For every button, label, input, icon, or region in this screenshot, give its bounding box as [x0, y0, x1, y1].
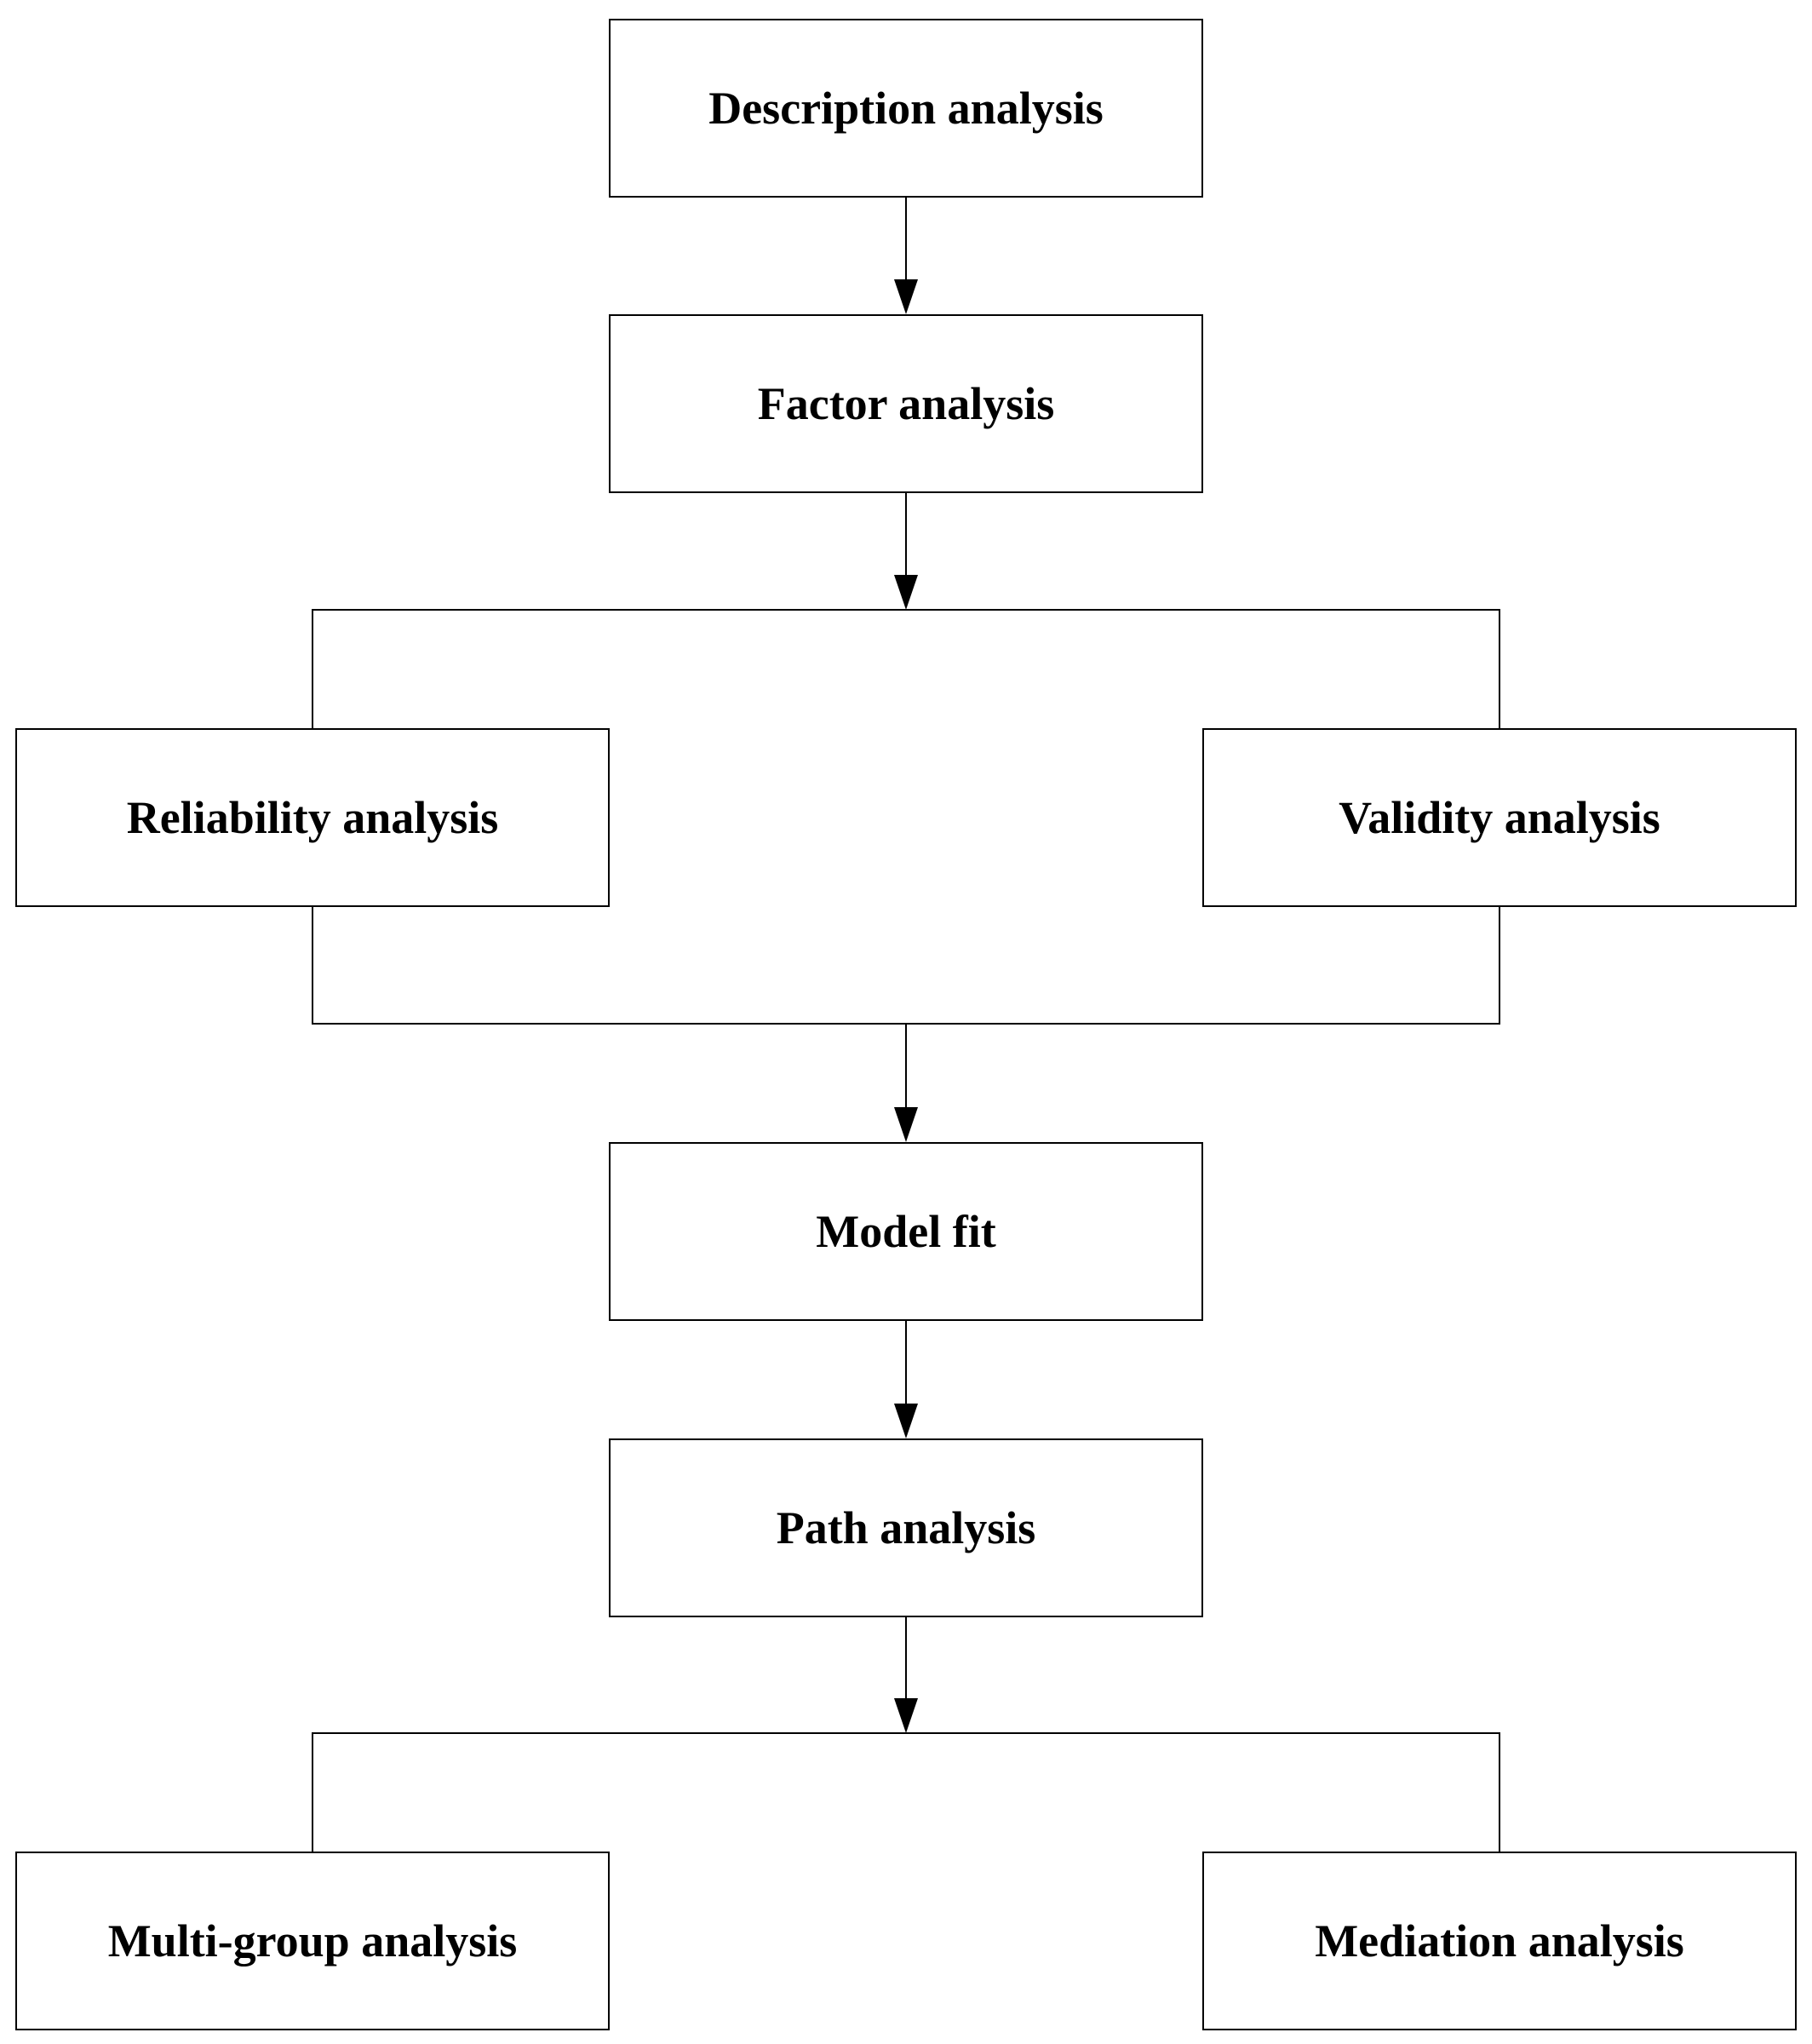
- node-reliability-analysis: Reliability analysis: [15, 728, 610, 907]
- node-validity-analysis: Validity analysis: [1202, 728, 1797, 907]
- arrowhead-to-path: [894, 1404, 918, 1438]
- node-path-analysis: Path analysis: [609, 1438, 1203, 1617]
- node-description-analysis: Description analysis: [609, 19, 1203, 198]
- node-label: Multi-group analysis: [107, 1915, 518, 1966]
- node-model-fit: Model fit: [609, 1142, 1203, 1321]
- arrowhead-to-modelfit: [894, 1107, 918, 1142]
- node-label: Validity analysis: [1339, 792, 1660, 843]
- arrowhead-to-split-top: [894, 575, 918, 610]
- node-multi-group-analysis: Multi-group analysis: [15, 1852, 610, 2030]
- node-factor-analysis: Factor analysis: [609, 314, 1203, 493]
- node-label: Path analysis: [776, 1502, 1036, 1553]
- arrowhead-to-factor: [894, 279, 918, 314]
- node-label: Reliability analysis: [126, 792, 499, 843]
- node-mediation-analysis: Mediation analysis: [1202, 1852, 1797, 2030]
- node-label: Factor analysis: [757, 378, 1055, 429]
- arrowhead-to-split-bottom: [894, 1698, 918, 1733]
- split-bracket-top: [312, 609, 1500, 728]
- node-label: Mediation analysis: [1315, 1915, 1684, 1966]
- merge-bracket: [312, 907, 1500, 1025]
- split-bracket-bottom: [312, 1732, 1500, 1852]
- node-label: Model fit: [816, 1206, 996, 1257]
- node-label: Description analysis: [708, 83, 1104, 134]
